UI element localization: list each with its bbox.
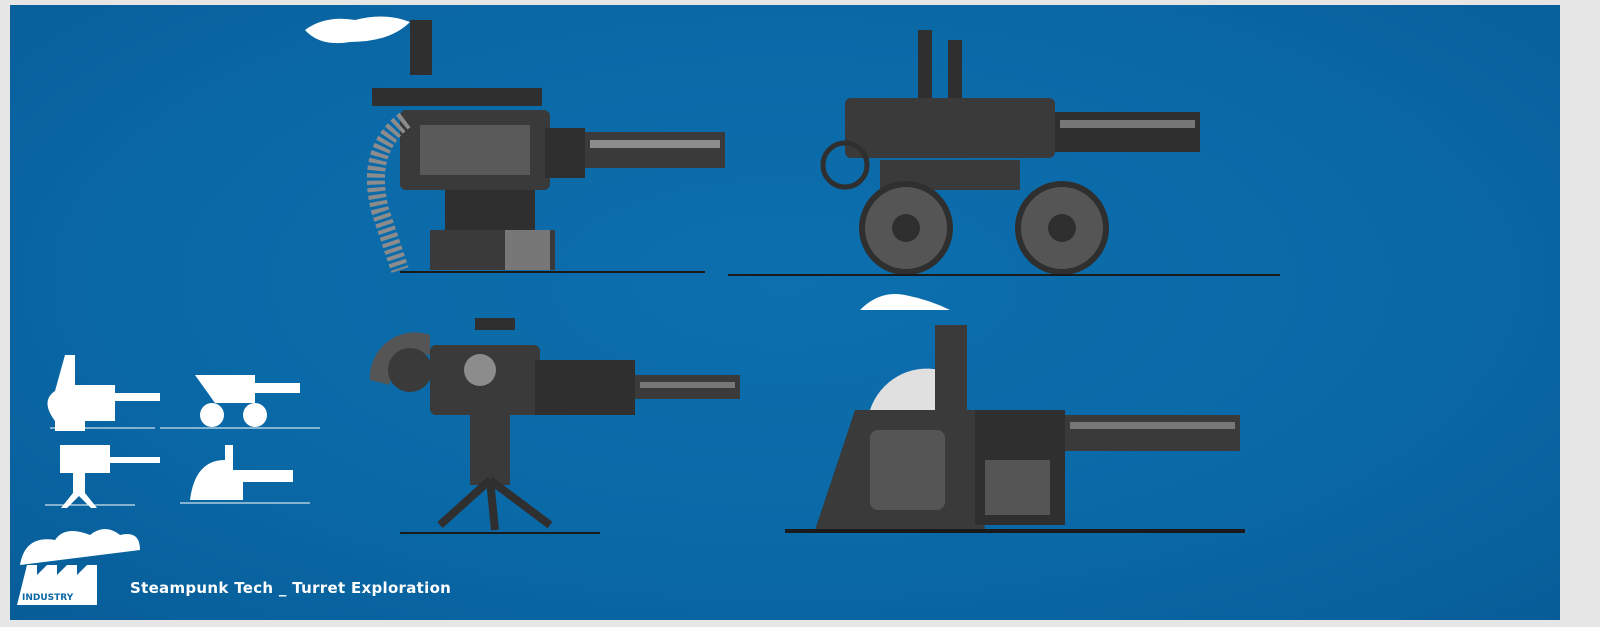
turret-sketch-tripod (369, 318, 740, 534)
steam-cloud-icon (305, 16, 410, 44)
industry-logo: INDUSTRY (17, 529, 140, 605)
turret-sketch-boiler (785, 294, 1245, 533)
logo-text: INDUSTRY (22, 593, 74, 603)
steam-cloud-icon (860, 294, 950, 310)
turret-sketch-pedestal (305, 16, 725, 273)
artboard (10, 5, 1560, 620)
silhouette-thumbnails (45, 355, 320, 508)
turret-sketch-wheeled (728, 30, 1280, 276)
caption-title: Steampunk Tech _ Turret Exploration (130, 579, 452, 597)
